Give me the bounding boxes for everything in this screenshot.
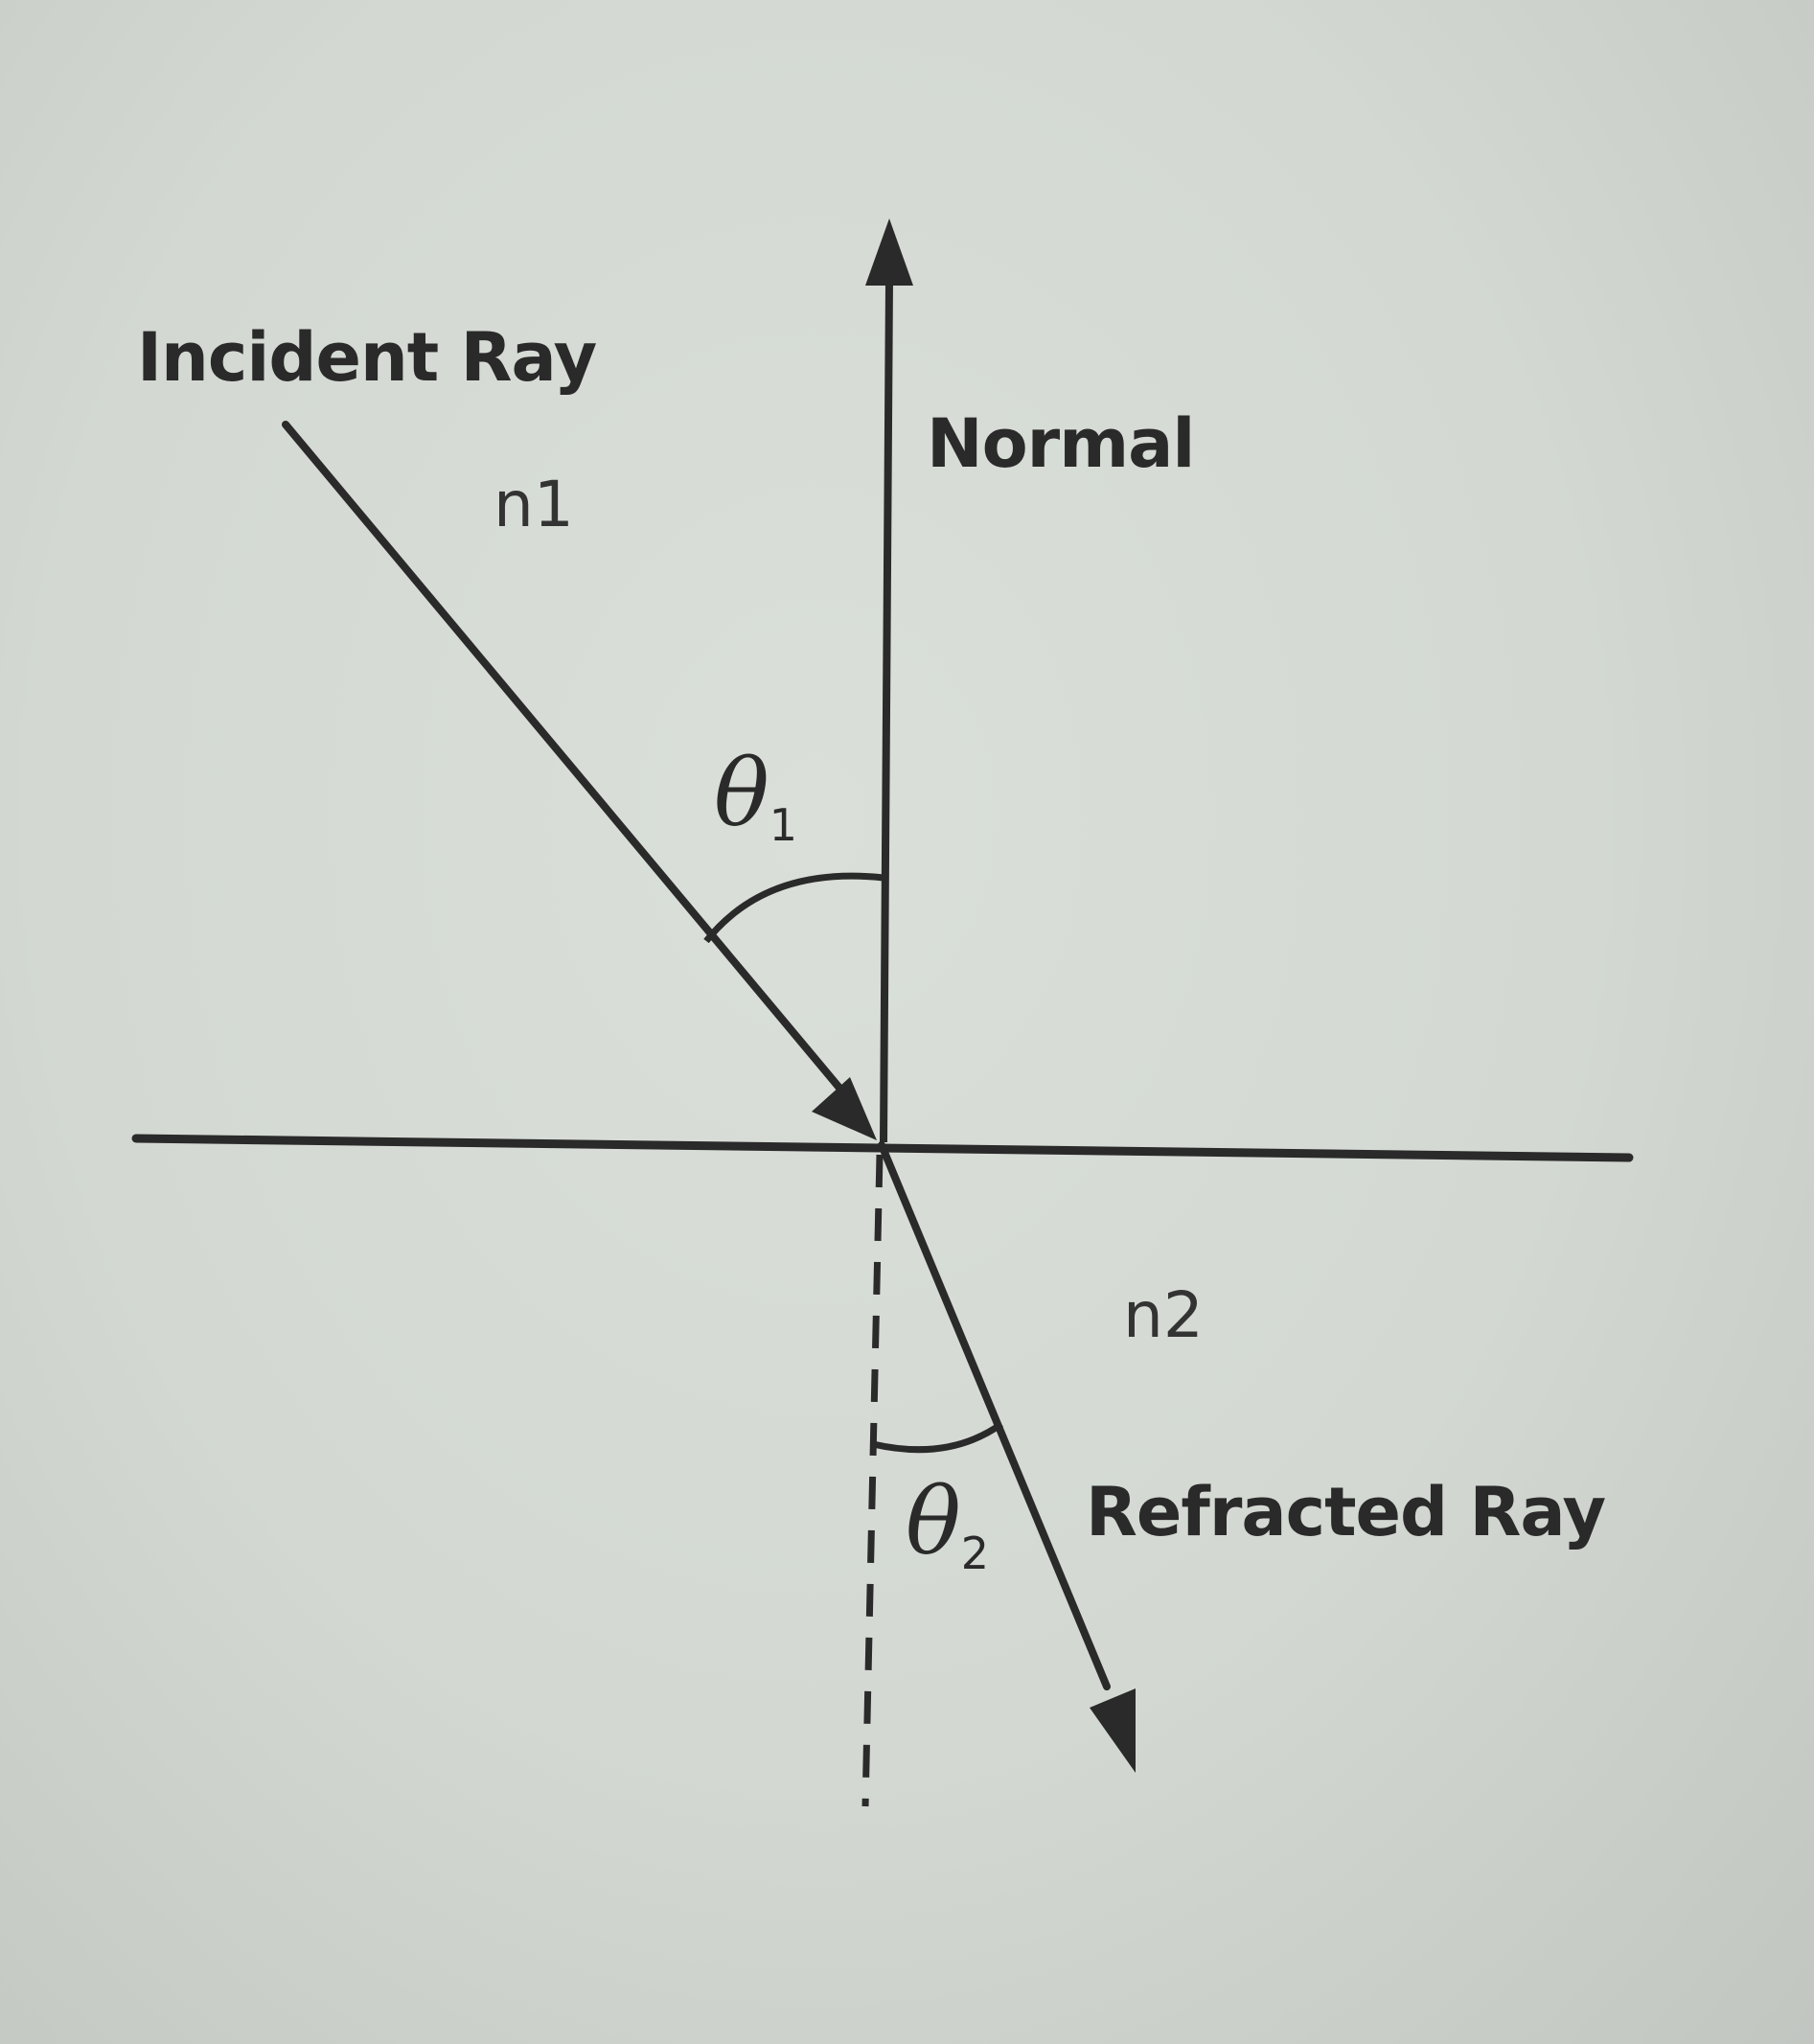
angle-2-label: θ2	[906, 1476, 989, 1575]
medium-2-label: n2	[1123, 1278, 1204, 1352]
angle-arc-theta-1	[703, 872, 884, 944]
refracted-ray-label: Refracted Ray	[1086, 1473, 1606, 1551]
angle-1-index: 1	[769, 799, 798, 852]
angle-2-symbol: θ	[906, 1468, 961, 1575]
incident-ray-arrowhead	[812, 1077, 877, 1140]
normal-label: Normal	[927, 404, 1195, 483]
normal-extension-dashed	[861, 1154, 884, 1807]
incident-ray-label: Incident Ray	[137, 318, 597, 397]
normal-arrowhead	[865, 218, 913, 286]
angle-arc-theta-2	[872, 1421, 1004, 1454]
normal-line	[880, 279, 893, 1143]
angle-2-index: 2	[960, 1527, 990, 1580]
incident-ray-line	[282, 421, 847, 1096]
angle-1-symbol: θ	[714, 740, 769, 847]
angle-1-label: θ1	[714, 747, 797, 847]
refracted-ray-arrowhead	[1090, 1688, 1136, 1773]
refracted-ray-line	[878, 1141, 1111, 1690]
medium-1-label: n1	[494, 468, 574, 541]
